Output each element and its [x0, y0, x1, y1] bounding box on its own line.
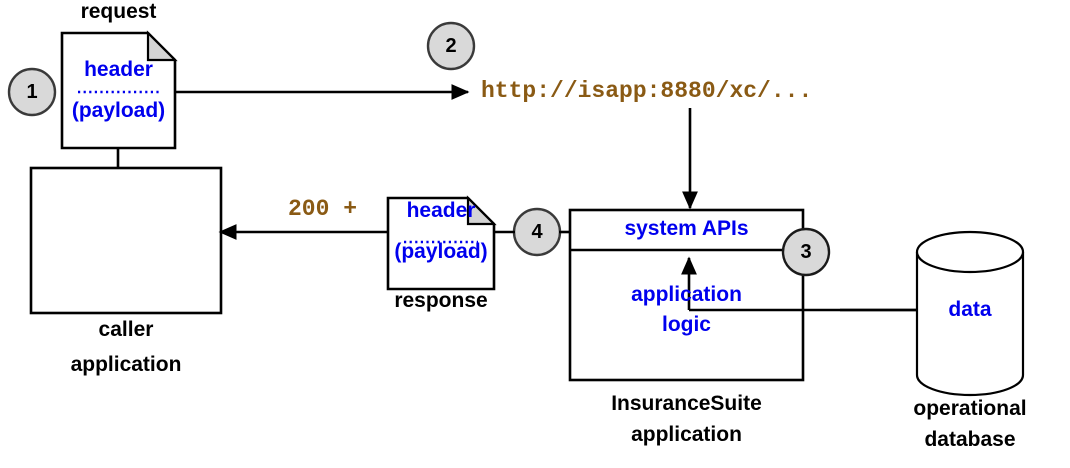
response-document-fold	[466, 195, 497, 226]
database-cylinder-body	[915, 252, 1025, 397]
caller-application-box	[29, 166, 223, 315]
step-circle-3	[781, 227, 831, 277]
step-circle-2	[426, 21, 476, 71]
step-circle-4	[512, 207, 562, 257]
database-cylinder-top	[915, 230, 1025, 274]
step-circle-1	[7, 67, 57, 117]
insurancesuite-application-box	[568, 208, 805, 382]
request-document-shape	[60, 31, 177, 150]
request-document-fold	[146, 30, 178, 62]
